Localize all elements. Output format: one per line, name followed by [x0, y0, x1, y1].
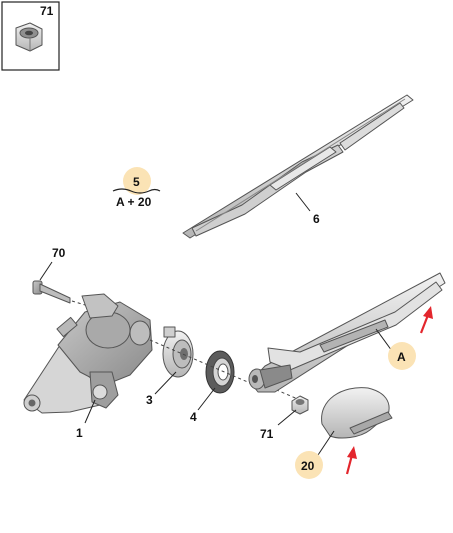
badge-5-formula: A + 20 [116, 195, 152, 209]
leader-lines [39, 192, 393, 456]
inset-ref-label: 71 [40, 4, 54, 18]
inset-box-part-71: 71 [1, 1, 60, 71]
badge-part-5: 5 A + 20 [112, 167, 161, 209]
seal-part-3 [162, 326, 194, 378]
label-part-1: 1 [76, 426, 83, 440]
wiper-arm-part-a [248, 272, 446, 393]
badge-20-label: 20 [301, 459, 315, 473]
grommet-part-4 [205, 350, 235, 394]
badge-a-label: A [397, 350, 406, 364]
spindle-axis-line [149, 339, 251, 384]
cap-part-20 [321, 387, 393, 439]
red-arrow-arm-icon [419, 306, 433, 334]
label-part-70: 70 [52, 246, 66, 260]
inset-nut-icon [15, 22, 43, 52]
nut-part-71 [291, 395, 309, 415]
label-part-6: 6 [313, 212, 320, 226]
badge-part-20: 20 [295, 451, 323, 479]
label-part-3: 3 [146, 393, 153, 407]
label-part-71: 71 [260, 427, 274, 441]
wiper-motor-part-1 [23, 293, 153, 414]
wiper-blade-part-6 [182, 94, 414, 239]
badge-part-a: A [388, 342, 416, 370]
red-arrow-cap-icon [345, 446, 357, 475]
label-part-4: 4 [190, 410, 197, 424]
bolt-part-70 [32, 280, 71, 304]
badge-5-label: 5 [133, 175, 140, 189]
